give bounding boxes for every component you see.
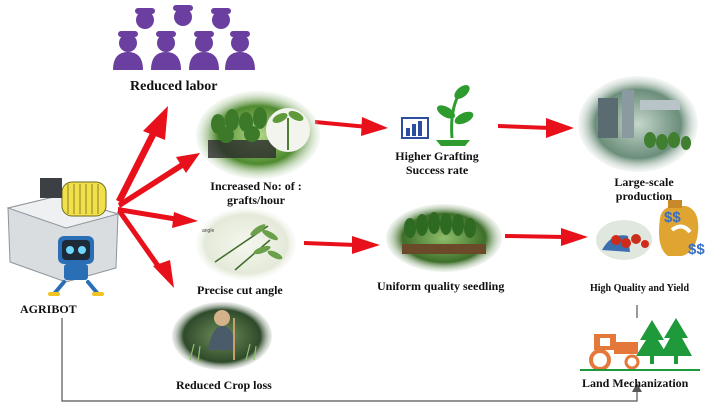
- svg-text:angle: angle: [202, 228, 214, 234]
- grafting-tray-photo: [196, 91, 320, 179]
- uniform-seedling-label: Uniform quality seedling: [377, 279, 505, 293]
- agribot-label: AGRIBOT: [20, 302, 77, 316]
- land-mechanization-label: Land Mechanization: [582, 376, 689, 390]
- arrow-to-large-scale: [498, 118, 574, 138]
- arrow-to-reduced-crop-loss: [117, 209, 174, 288]
- arrow-to-uniform-seedling: [304, 236, 380, 254]
- arrow-to-increased-grafts: [118, 153, 200, 208]
- higher-grafting-line1: Higher Grafting: [395, 149, 479, 163]
- uniform-seedling-photo: [386, 204, 502, 272]
- large-scale-label: Large-scale production: [604, 175, 684, 204]
- arrow-to-reduced-labor: [116, 106, 168, 203]
- agribot-robot-illustration: [6, 178, 120, 296]
- increased-grafts-line2: grafts/hour: [227, 192, 285, 207]
- higher-grafting-line2: Success rate: [405, 162, 469, 177]
- growth-chart-plant-icon: [401, 85, 474, 146]
- increased-grafts-label: Increased No: of : grafts/hour: [196, 179, 316, 208]
- dollar-bag-icon: $$ $$: [659, 200, 705, 258]
- worker-group-icon: [113, 5, 255, 70]
- flow-arrows: [116, 106, 588, 288]
- precise-cut-label: Precise cut angle: [197, 283, 283, 297]
- higher-grafting-label: Higher Grafting Success rate: [383, 149, 491, 178]
- arrow-to-high-quality: [505, 228, 588, 246]
- increased-grafts-line1: Increased No: of :: [210, 179, 302, 193]
- crop-loss-photo: [172, 302, 272, 370]
- arrow-to-precise-cut: [118, 207, 198, 228]
- large-scale-photo: [578, 76, 698, 172]
- tractor-trees-icon: [580, 318, 700, 371]
- large-scale-line1: Large-scale: [614, 175, 674, 189]
- arrow-to-higher-grafting: [315, 117, 388, 136]
- high-quality-label: High Quality and Yield: [590, 283, 690, 294]
- reduced-labor-label: Reduced labor: [130, 79, 218, 94]
- svg-text:$$: $$: [688, 241, 705, 258]
- svg-text:$$: $$: [664, 209, 681, 226]
- tomato-photo: [596, 220, 652, 260]
- cut-angle-photo: angle: [196, 208, 296, 280]
- mechanization-connector: [61, 305, 642, 402]
- large-scale-line2: production: [615, 188, 673, 203]
- reduced-crop-loss-label: Reduced Crop loss: [176, 378, 272, 392]
